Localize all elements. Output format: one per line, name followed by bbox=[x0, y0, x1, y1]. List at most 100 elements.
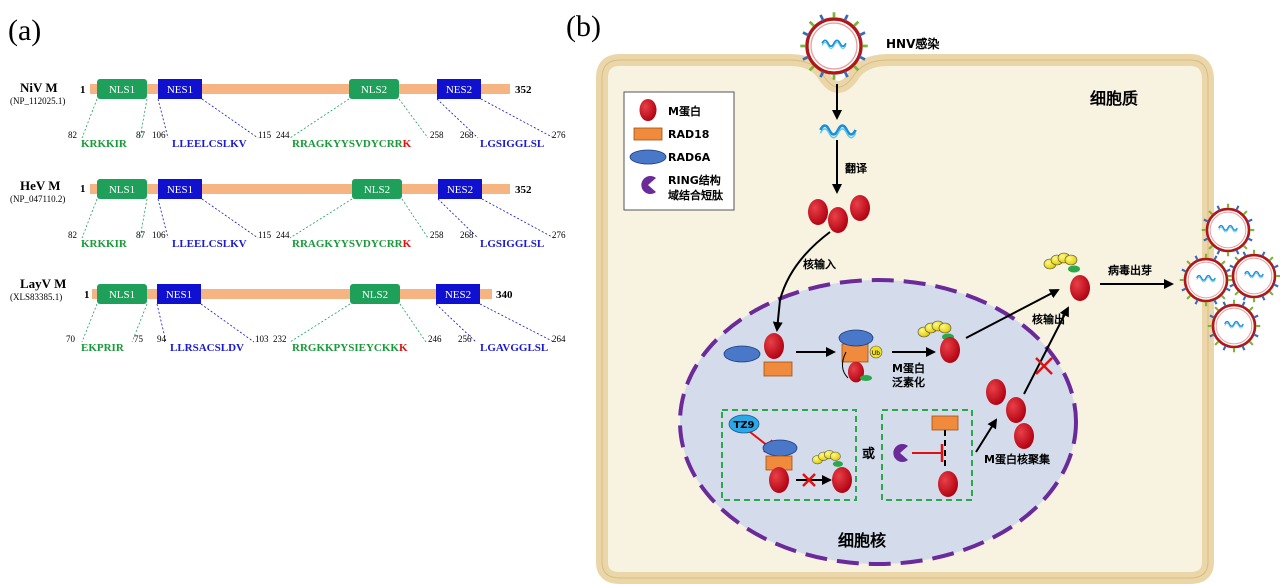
tz9-inhibition-box bbox=[721, 409, 857, 501]
nls2-from: 244 bbox=[276, 130, 290, 140]
k258-site-icon bbox=[860, 375, 872, 381]
ring-inhibition-box bbox=[881, 409, 973, 501]
rad6a-icon bbox=[723, 345, 761, 363]
protein-backbone bbox=[92, 289, 492, 299]
nes2-to: 264 bbox=[552, 334, 566, 344]
nls1-sequence: KRKKIR bbox=[81, 238, 128, 250]
block-mark-icon bbox=[802, 473, 816, 487]
nls1-domain bbox=[97, 284, 147, 304]
panel-b-label: (b) bbox=[566, 10, 601, 43]
rad6a-icon bbox=[762, 439, 798, 457]
protein-backbone bbox=[90, 184, 510, 194]
legend-ring-line1: RING结构 bbox=[668, 173, 721, 187]
nls1-from: 82 bbox=[68, 130, 77, 140]
m-protein-icon bbox=[940, 337, 960, 363]
legend-m-protein-label: M蛋白 bbox=[668, 104, 701, 118]
nls2-to: 258 bbox=[430, 130, 444, 140]
nls2-sequence: RRAGKYYSVDYCRRK bbox=[292, 238, 412, 250]
virus-infection-label: HNV感染 bbox=[886, 36, 940, 51]
protein-backbone bbox=[90, 84, 510, 94]
nls1-label: NLS1 bbox=[109, 184, 135, 196]
entering-virion-icon bbox=[800, 12, 868, 80]
budding-virion-icon bbox=[1180, 254, 1233, 307]
nls1-from: 82 bbox=[68, 230, 77, 240]
protein-name: NiV M bbox=[20, 80, 58, 95]
nes1-from: 94 bbox=[157, 334, 167, 344]
m-protein-icon bbox=[639, 98, 657, 122]
arrow-nuclear-export bbox=[965, 289, 1060, 339]
nls2-domain bbox=[352, 179, 402, 199]
nuclear-aggregation-label: M蛋白核聚集 bbox=[984, 452, 1051, 466]
nls1-to: 87 bbox=[136, 230, 146, 240]
nes1-to: 115 bbox=[258, 130, 272, 140]
protein-accession: (XLS83385.1) bbox=[10, 292, 62, 302]
nes2-label: NES2 bbox=[446, 84, 472, 96]
rad18-icon bbox=[763, 361, 793, 377]
nes1-from: 106 bbox=[152, 230, 166, 240]
nes2-sequence: LGSIGGLSL bbox=[480, 138, 544, 150]
budding-virion-icon bbox=[1208, 300, 1261, 353]
m-protein-icon bbox=[1006, 397, 1026, 423]
m-protein-icon bbox=[1070, 275, 1090, 301]
tz9-label: TZ9 bbox=[733, 420, 754, 431]
end-residue: 340 bbox=[496, 289, 513, 301]
protein-niv-m: NiV M (NP_112025.1) 1 352 NLS1 NES1 NLS2… bbox=[10, 79, 566, 150]
cytoplasm-label: 细胞质 bbox=[1090, 89, 1138, 108]
nls2-from: 244 bbox=[276, 230, 290, 240]
nes2-to: 276 bbox=[552, 230, 566, 240]
nes2-label: NES2 bbox=[447, 184, 473, 196]
nls2-label: NLS2 bbox=[364, 184, 390, 196]
arrow-blocked-export bbox=[1023, 306, 1069, 395]
nes2-from: 256 bbox=[458, 334, 472, 344]
nes1-domain bbox=[158, 179, 202, 199]
nls2-sequence: RRAGKYYSVDYCRRK bbox=[292, 138, 412, 150]
nes1-label: NES1 bbox=[167, 184, 193, 196]
m-protein-icon bbox=[938, 471, 958, 497]
nes1-sequence: LLEELCSLKV bbox=[172, 138, 247, 150]
protein-hev-m: HeV M (NP_047110.2) 1 352 NLS1 NES1 NLS2… bbox=[10, 178, 566, 250]
m-protein-icon bbox=[1014, 423, 1034, 449]
inhibition-line bbox=[749, 431, 769, 447]
rad18-icon bbox=[931, 415, 959, 431]
nes2-to: 276 bbox=[552, 130, 566, 140]
nes2-from: 268 bbox=[460, 230, 474, 240]
legend-rad18-label: RAD18 bbox=[668, 128, 709, 141]
virus-budding-label: 病毒出芽 bbox=[1108, 263, 1152, 277]
nls1-label: NLS1 bbox=[109, 84, 135, 96]
m-protein-icon bbox=[850, 195, 870, 221]
nes2-sequence: LGAVGGLSL bbox=[480, 342, 548, 354]
nes2-domain bbox=[436, 284, 480, 304]
nes1-label: NES1 bbox=[166, 289, 192, 301]
ub-tag: Ub bbox=[872, 350, 880, 357]
nls1-from: 70 bbox=[66, 334, 76, 344]
rad6a-icon bbox=[629, 149, 667, 165]
m-protein-icon bbox=[764, 333, 784, 359]
nls2-domain bbox=[349, 79, 399, 99]
nes1-sequence: LLRSACSLDV bbox=[170, 342, 244, 354]
rad18-icon bbox=[633, 127, 663, 141]
cell-membrane-outline bbox=[601, 59, 1209, 579]
tz9-icon bbox=[728, 414, 760, 434]
nls1-label: NLS1 bbox=[109, 289, 135, 301]
m-protein-icon bbox=[828, 207, 848, 233]
translation-label: 翻译 bbox=[845, 161, 868, 175]
ubiquitination-arrow bbox=[842, 351, 849, 379]
nes1-label: NES1 bbox=[167, 84, 193, 96]
protein-layv-m: LayV M (XLS83385.1) 1 340 NLS1 NES1 NLS2… bbox=[10, 276, 566, 354]
legend-rad18: RAD18 bbox=[633, 127, 709, 141]
m-protein-icon bbox=[832, 467, 852, 493]
nes2-label: NES2 bbox=[445, 289, 471, 301]
nes1-from: 106 bbox=[152, 130, 166, 140]
start-residue: 1 bbox=[84, 289, 90, 301]
nes1-domain bbox=[158, 79, 202, 99]
budding-virion-icon bbox=[1202, 204, 1255, 257]
nls1-sequence: EKPRIR bbox=[81, 342, 125, 354]
budding-virion-icon bbox=[1228, 250, 1280, 303]
ubiquitination-label-2: 泛素化 bbox=[892, 375, 925, 389]
start-residue: 1 bbox=[80, 183, 86, 195]
ring-peptide-icon bbox=[641, 176, 656, 194]
nuclear-import-label: 核输入 bbox=[803, 257, 836, 271]
legend-rad6a: RAD6A bbox=[629, 149, 711, 165]
block-mark-icon bbox=[1035, 357, 1053, 375]
nucleus-label: 细胞核 bbox=[838, 531, 886, 550]
